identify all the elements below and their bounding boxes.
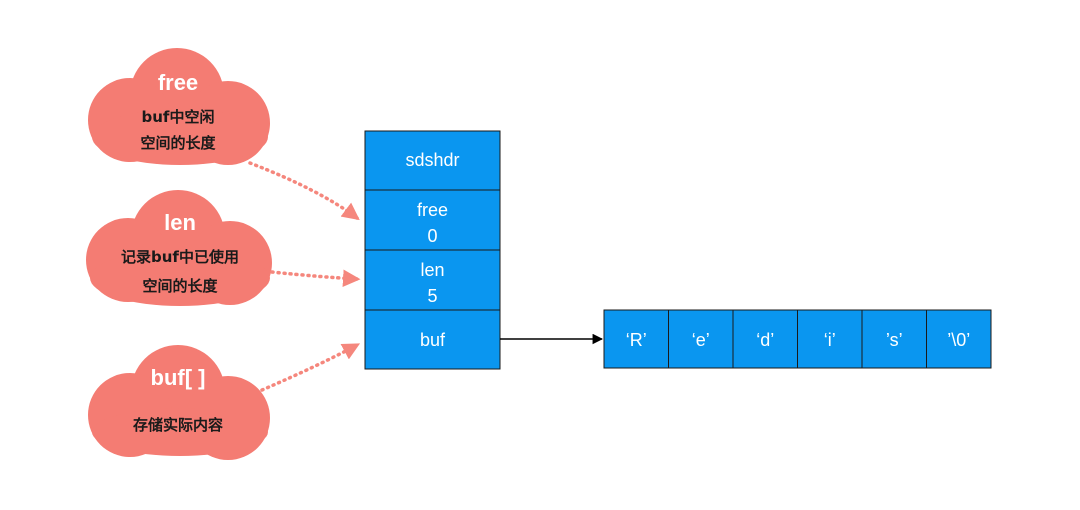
- cloud-len-title: len: [164, 210, 196, 235]
- buffer-cell-3: [797, 309, 863, 369]
- buffer-char-4: ’s’: [886, 330, 903, 350]
- buffer-char-3: ‘i’: [824, 330, 836, 350]
- sdshdr-free-value: 0: [427, 226, 437, 246]
- cloud-buf-shape: [88, 345, 270, 460]
- arrow-free-to-struct: [248, 161, 360, 221]
- cloud-free: free buf中空闲 空间的长度: [88, 48, 270, 165]
- cloud-free-title: free: [158, 70, 198, 95]
- cloud-free-line-1: buf中空闲: [142, 108, 215, 126]
- cloud-buf-line-1: 存储实际内容: [133, 416, 223, 434]
- buffer-char-1: ‘e’: [692, 330, 710, 350]
- arrow-len-to-struct: [270, 269, 361, 287]
- sdshdr-struct: sdshdr free 0 len 5 buf: [364, 130, 501, 370]
- cloud-buf: buf[ ] 存储实际内容: [88, 345, 270, 460]
- cloud-len-shape: [86, 190, 272, 306]
- sdshdr-header-cell: [364, 130, 501, 191]
- sdshdr-free-cell: [364, 189, 501, 251]
- buffer-cell-1: [668, 309, 734, 369]
- cloud-buf-title: buf[ ]: [151, 365, 206, 390]
- sdshdr-buf-name: buf: [420, 330, 446, 350]
- buffer-array: ‘R’ ‘e’ ‘d’ ‘i’ ’s’ ’\0’: [603, 309, 992, 369]
- sdshdr-len-name: len: [420, 260, 444, 280]
- sdshdr-free-name: free: [417, 200, 448, 220]
- sdshdr-len-value: 5: [427, 286, 437, 306]
- buffer-cell-0: [603, 309, 669, 369]
- buffer-cell-4: [861, 309, 927, 369]
- arrow-buf-to-struct: [260, 343, 361, 392]
- cloud-len-line-1: 记录buf中已使用: [121, 248, 239, 266]
- buffer-char-5: ’\0’: [947, 330, 970, 350]
- cloud-free-line-2: 空间的长度: [140, 134, 216, 152]
- cloud-len-line-2: 空间的长度: [142, 277, 218, 295]
- buffer-char-2: ‘d’: [756, 330, 774, 350]
- buffer-cell-5: [926, 309, 992, 369]
- sdshdr-len-cell: [364, 249, 501, 311]
- cloud-len: len 记录buf中已使用 空间的长度: [86, 190, 272, 306]
- sdshdr-header-label: sdshdr: [405, 150, 459, 170]
- cloud-free-shape: [88, 48, 270, 165]
- buffer-char-0: ‘R’: [626, 330, 647, 350]
